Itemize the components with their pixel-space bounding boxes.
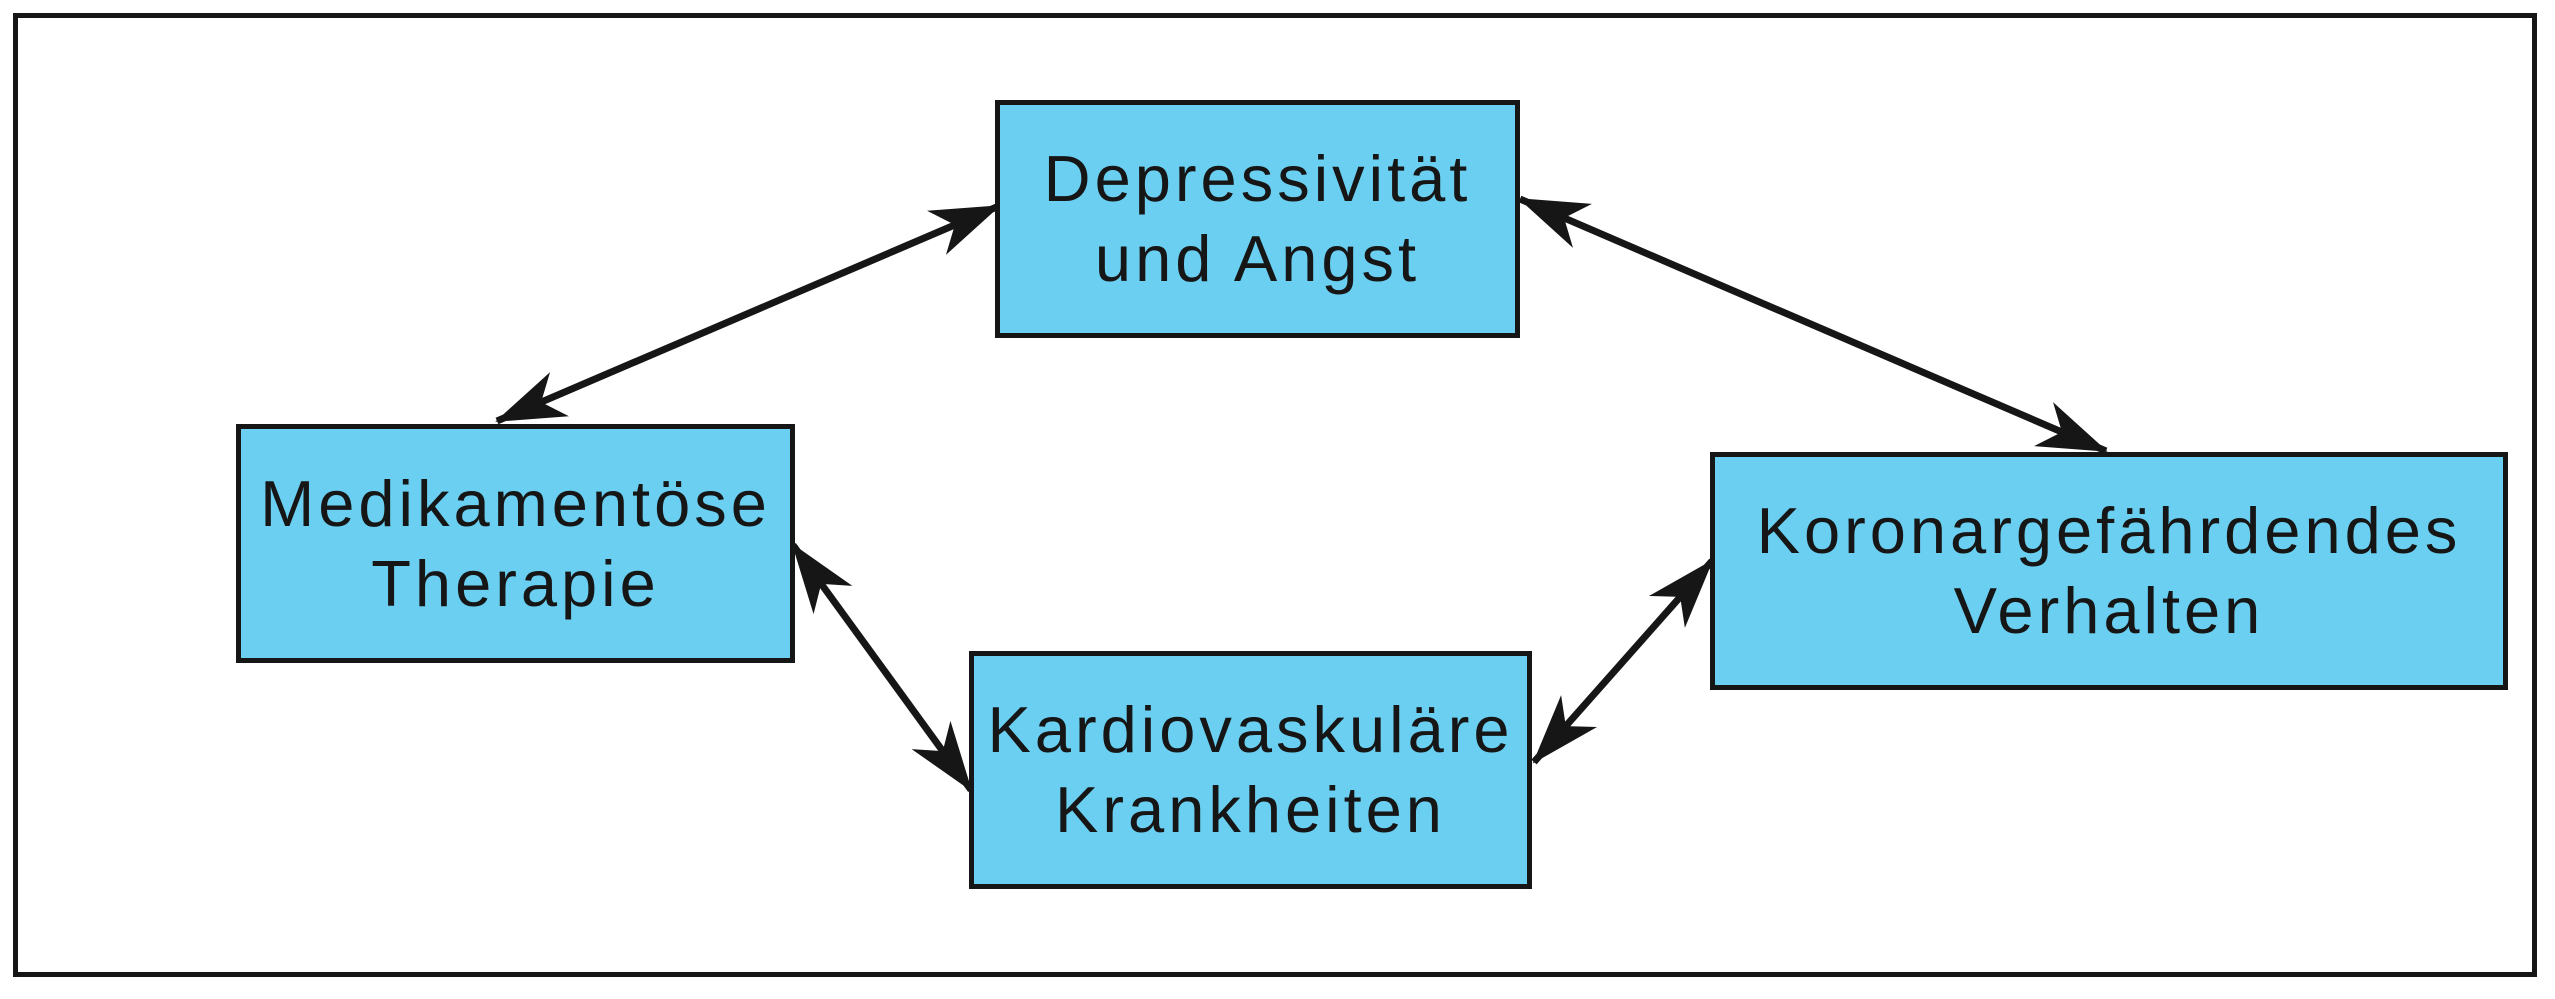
node-label-line: Medikamentöse (260, 466, 771, 540)
node-koronargefaehrdendes-verhalten: Koronargefährdendes Verhalten (1710, 452, 2508, 690)
node-medikamentoese-therapie: Medikamentöse Therapie (236, 424, 795, 663)
node-label-line: Depressivität (1043, 142, 1472, 215)
node-label-line: Therapie (371, 546, 660, 620)
node-label-line: Krankheiten (1055, 773, 1446, 846)
node-label-line: und Angst (1094, 222, 1421, 295)
node-kardiovaskulaere-krankheiten: Kardiovaskuläre Krankheiten (969, 651, 1532, 889)
node-label-line: Kardiovaskuläre (987, 693, 1514, 766)
node-depression-angst: Depressivität und Angst (995, 100, 1520, 338)
node-label-line: Verhalten (1953, 574, 2265, 647)
node-label-line: Koronargefährdendes (1756, 494, 2462, 567)
